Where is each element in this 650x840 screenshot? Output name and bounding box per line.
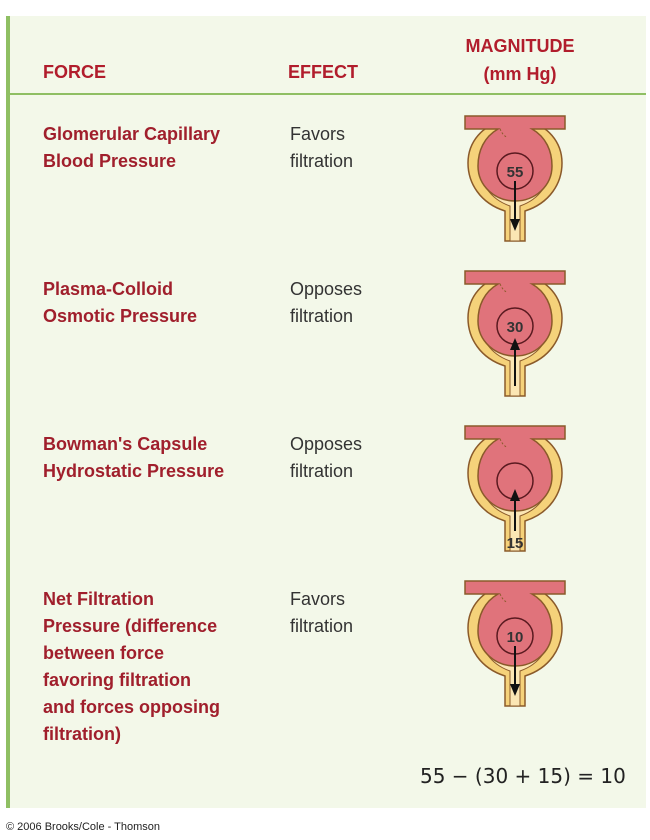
table-row: Glomerular Capillary Blood Pressure Favo…	[10, 115, 646, 276]
force-line: Hydrostatic Pressure	[43, 461, 225, 481]
table-row: Plasma-Colloid Osmotic Pressure Opposes …	[10, 270, 646, 431]
force-line: Net Filtration	[43, 589, 154, 609]
force-line: and forces opposing	[43, 697, 221, 717]
magnitude-column-header: MAGNITUDE (mm Hg)	[440, 32, 600, 88]
force-name: Plasma-Colloid Osmotic Pressure	[43, 276, 263, 330]
arrowhead-down-icon	[510, 219, 520, 231]
force-name: Bowman's Capsule Hydrostatic Pressure	[43, 431, 263, 485]
effect-text: Favors filtration	[290, 121, 400, 175]
magnitude-value: 15	[507, 535, 524, 552]
effect-line: Favors	[290, 589, 346, 609]
effect-line: filtration	[290, 616, 354, 636]
effect-line: filtration	[290, 151, 354, 171]
glomerulus-illustration-icon: 30	[464, 270, 566, 397]
force-name: Net Filtration Pressure (difference betw…	[43, 586, 263, 748]
effect-line: filtration	[290, 461, 354, 481]
arrowhead-down-icon	[510, 684, 520, 696]
force-line: favoring filtration	[43, 670, 191, 690]
magnitude-value: 30	[507, 319, 524, 336]
table-panel: FORCE EFFECT MAGNITUDE (mm Hg) Glomerula…	[6, 16, 646, 808]
glomerulus-illustration-icon: 15	[464, 425, 566, 552]
magnitude-header-line1: MAGNITUDE	[465, 36, 575, 56]
magnitude-value: 55	[507, 164, 524, 181]
header-divider	[10, 93, 646, 95]
effect-text: Opposes filtration	[290, 276, 400, 330]
arrowhead-up-icon	[510, 338, 520, 350]
force-column-header: FORCE	[43, 62, 106, 82]
force-line: Blood Pressure	[43, 151, 177, 171]
force-line: between force	[43, 643, 165, 663]
magnitude-header-line2: (mm Hg)	[483, 64, 557, 84]
table-row: Bowman's Capsule Hydrostatic Pressure Op…	[10, 425, 646, 586]
effect-line: Favors	[290, 124, 346, 144]
force-name: Glomerular Capillary Blood Pressure	[43, 121, 263, 175]
force-line: Plasma-Colloid	[43, 279, 174, 299]
effect-line: Opposes	[290, 279, 363, 299]
effect-line: filtration	[290, 306, 354, 326]
magnitude-value: 10	[507, 629, 524, 646]
table-row: Net Filtration Pressure (difference betw…	[10, 580, 646, 761]
glomerulus-illustration-icon: 55	[464, 115, 566, 242]
glomerulus-illustration-icon: 10	[464, 580, 566, 707]
force-line: Glomerular Capillary	[43, 124, 221, 144]
effect-text: Opposes filtration	[290, 431, 400, 485]
net-filtration-equation: 55 − (30 + 15) = 10	[420, 764, 626, 788]
effect-text: Favors filtration	[290, 586, 400, 640]
copyright-notice: © 2006 Brooks/Cole - Thomson	[6, 821, 161, 833]
force-line: Osmotic Pressure	[43, 306, 198, 326]
force-line: Pressure (difference	[43, 616, 218, 636]
force-line: Bowman's Capsule	[43, 434, 208, 454]
effect-column-header: EFFECT	[288, 62, 358, 82]
effect-line: Opposes	[290, 434, 363, 454]
force-line: filtration)	[43, 724, 121, 744]
arrowhead-up-icon	[510, 489, 520, 501]
